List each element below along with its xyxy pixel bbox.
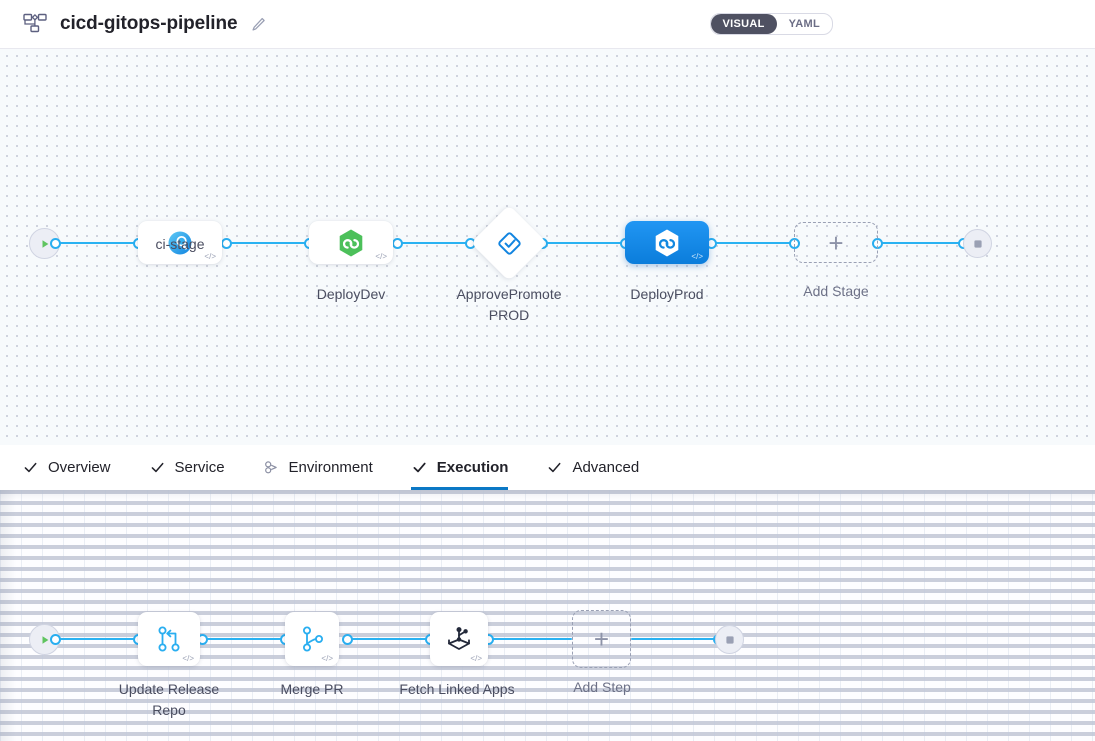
view-mode-toggle[interactable]: VISUAL YAML (709, 13, 833, 35)
connector-line (878, 241, 968, 244)
stage-node-ApprovePromotePROD[interactable] (470, 204, 548, 282)
gitops-hex-icon (655, 229, 679, 256)
connector-line (398, 241, 486, 244)
git-merge-icon (158, 626, 180, 652)
step-node-fetch-linked-apps[interactable]: </> (430, 612, 488, 666)
connector-dot[interactable] (342, 633, 353, 645)
plus-icon: + (593, 624, 610, 654)
step-label: Merge PR (280, 681, 344, 697)
plus-icon: + (828, 227, 844, 258)
step-node-update-release-repo[interactable]: </> (138, 612, 200, 666)
code-badge: </> (182, 654, 194, 663)
stop-icon (725, 635, 734, 644)
infrastructure-icon (263, 459, 280, 476)
execution-stop-node[interactable] (715, 625, 744, 654)
git-branch-icon (303, 626, 323, 652)
step-node-merge-pr[interactable]: </> (285, 612, 339, 666)
gitops-hex-icon (339, 229, 363, 256)
stage-node-ci-stage[interactable]: </> (138, 221, 222, 264)
play-icon (42, 239, 48, 248)
tab-advanced[interactable]: Advanced (546, 445, 639, 490)
tab-label: Service (174, 459, 225, 476)
header-bar: cicd-gitops-pipeline VISUAL YAML (0, 0, 1095, 49)
connector-line (492, 637, 572, 640)
step-label: Fetch Linked Apps (399, 681, 515, 697)
pencil-icon[interactable] (250, 16, 266, 32)
check-icon (22, 459, 39, 476)
connector-dot[interactable] (50, 633, 61, 645)
tab-environment[interactable]: Environment (263, 445, 373, 490)
add-stage-button[interactable]: + (794, 222, 878, 263)
execution-canvas[interactable]: </> Update Release Repo </> Merge PR (0, 490, 1095, 741)
code-badge: </> (691, 252, 703, 261)
ci-build-icon (168, 231, 192, 254)
toggle-visual[interactable]: VISUAL (710, 14, 777, 34)
stage-tabs: Overview Service Environment (0, 445, 1095, 490)
tab-execution[interactable]: Execution (410, 445, 509, 490)
check-icon (546, 459, 563, 476)
connector-dot[interactable] (392, 237, 403, 249)
connector-dot[interactable] (50, 237, 61, 249)
stage-canvas[interactable]: </> ci-stage </> DeployDev ApprovePromot… (0, 49, 1095, 445)
stage-node-DeployProd[interactable]: </> (625, 221, 709, 264)
tab-service[interactable]: Service (149, 445, 225, 490)
connector-line (56, 637, 144, 640)
add-step-button[interactable]: + (572, 610, 631, 668)
tab-label: Overview (48, 459, 111, 476)
stage-label: ci-stage (155, 236, 205, 252)
stop-icon (973, 239, 982, 248)
stage-label: DeployDev (316, 286, 386, 302)
code-badge: </> (375, 252, 387, 261)
add-step-label: Add Step (573, 679, 631, 695)
tab-overview[interactable]: Overview (22, 445, 111, 490)
check-icon (149, 459, 166, 476)
add-stage-label: Add Stage (803, 283, 869, 299)
stage-label: DeployProd (630, 286, 704, 302)
page-title: cicd-gitops-pipeline (60, 13, 238, 34)
connector-line (712, 241, 800, 244)
stage-label: ApprovePromotePROD (456, 286, 562, 323)
step-label: Update Release Repo (118, 681, 220, 718)
harness-cube-icon (448, 627, 470, 650)
connector-line (543, 241, 631, 244)
toggle-yaml[interactable]: YAML (788, 18, 820, 30)
pipeline-icon (22, 11, 48, 37)
connector-line (631, 637, 717, 640)
connector-line (227, 241, 315, 244)
connector-line (203, 637, 291, 640)
stage-node-DeployDev[interactable]: </> (309, 221, 393, 264)
connector-line (56, 241, 144, 244)
check-icon (411, 459, 428, 476)
tab-label: Advanced (572, 459, 640, 476)
play-icon (42, 635, 48, 644)
code-badge: </> (470, 654, 482, 663)
connector-dot[interactable] (221, 237, 232, 249)
pipeline-stop-node[interactable] (963, 229, 992, 258)
connector-line (348, 637, 436, 640)
tab-label: Execution (436, 459, 509, 476)
code-badge: </> (321, 654, 333, 663)
tab-label: Environment (288, 459, 373, 476)
